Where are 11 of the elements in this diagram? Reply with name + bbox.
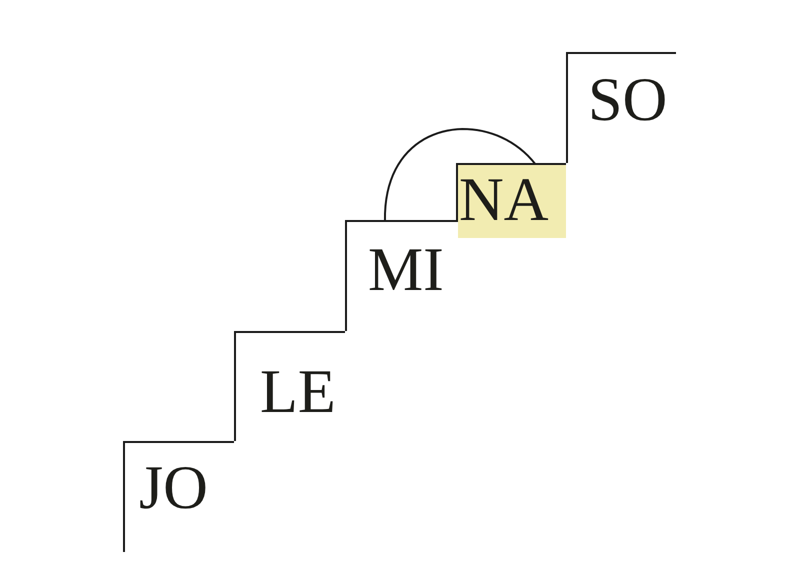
step-label: SO — [588, 69, 668, 131]
stair-step — [566, 52, 676, 163]
stair-step — [234, 331, 345, 441]
step-label: LE — [260, 361, 336, 423]
highlighted-step — [456, 163, 566, 238]
stair-step — [345, 220, 456, 331]
step-label: NA — [459, 169, 549, 231]
step-label: JO — [139, 457, 208, 519]
arc-line — [384, 128, 536, 221]
step-label: MI — [368, 239, 444, 301]
stair-step — [123, 441, 234, 552]
